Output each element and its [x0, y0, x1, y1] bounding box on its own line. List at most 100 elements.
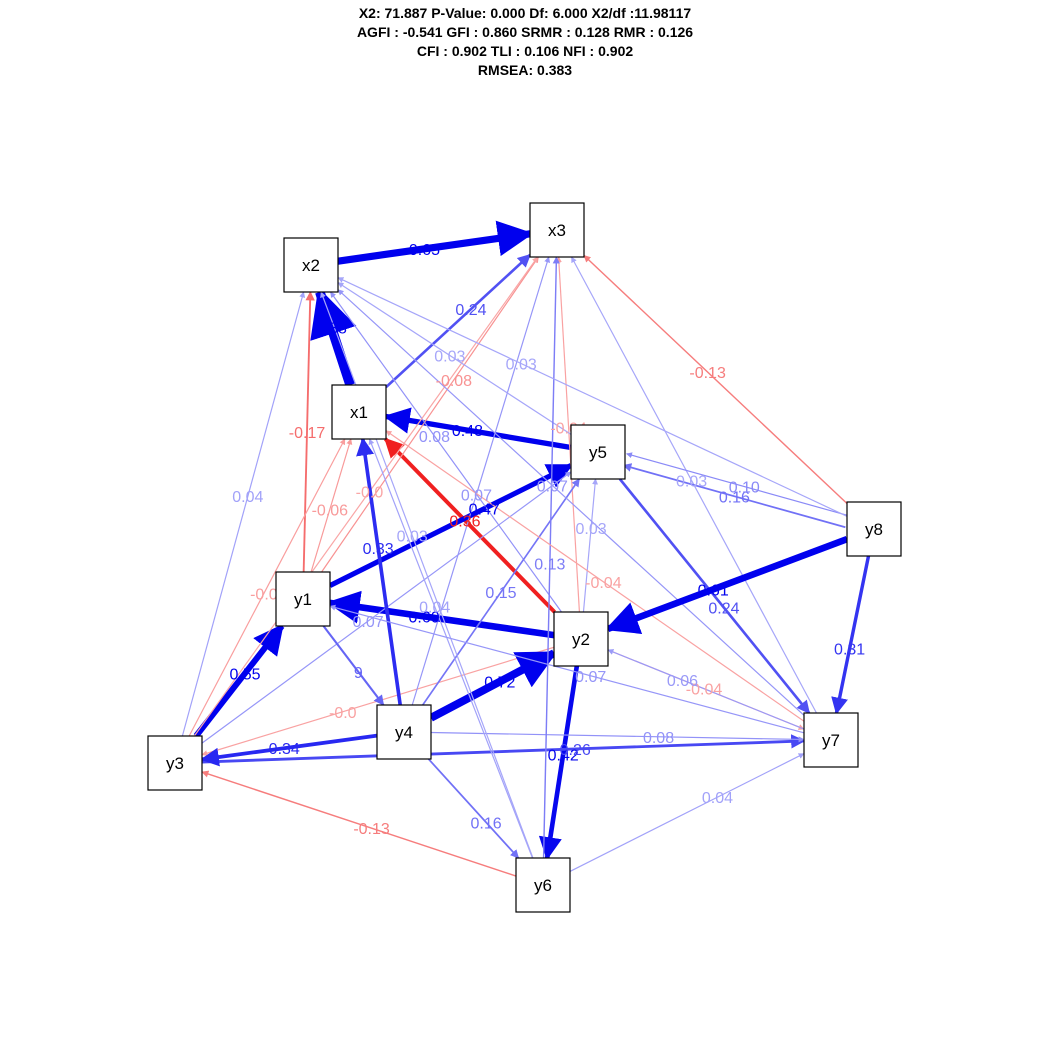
node-y3: y3 [147, 735, 203, 791]
node-label-y2: y2 [572, 630, 590, 649]
node-label-y8: y8 [865, 520, 883, 539]
node-label-y3: y3 [166, 754, 184, 773]
edge-y7-x1 [385, 430, 805, 722]
edge-y2-x2 [330, 291, 562, 613]
node-box-x1 [331, 384, 387, 440]
edge-label-y2-y5: 0.03 [576, 521, 607, 538]
edge-label-y2-y3: -0.0 [329, 705, 357, 722]
edge-label-y4-y2: 0.72 [484, 675, 515, 692]
node-label-y7: y7 [822, 731, 840, 750]
node-label-y4: y4 [395, 723, 413, 742]
edge-label-y3-x3: -0.0 [356, 485, 384, 502]
node-y7: y7 [803, 712, 859, 768]
edge-label-y4-y3: 0.34 [269, 741, 300, 758]
title-line-agfi: AGFI : -0.541 GFI : 0.860 SRMR : 0.128 R… [356, 24, 694, 40]
node-box-y8 [846, 501, 902, 557]
edge-y5-x1 [383, 407, 572, 451]
edge-label-y2-y6: 0.42 [548, 747, 579, 764]
edge-label-y6-y7: 0.04 [702, 790, 733, 807]
edge-label-y3-y5: 0.07 [352, 614, 383, 631]
edge-label-y2-y7: -0.04 [686, 682, 723, 699]
edge-y8-y2 [604, 535, 849, 634]
edge-label-x1-x2: 0.88 [316, 320, 347, 337]
node-x2: x2 [283, 237, 339, 293]
edge-label-y3-y7: 0.26 [560, 742, 591, 759]
node-label-x3: x3 [548, 221, 566, 240]
edge-x1-x3 [385, 253, 531, 389]
node-label-y5: y5 [589, 443, 607, 462]
edge-y4-y5 [422, 478, 580, 706]
node-label-y1: y1 [294, 590, 312, 609]
edge-label-y4-x3: 0.07 [461, 487, 492, 504]
edge-label-y6-x1: 0.04 [419, 600, 450, 617]
edge-y7-y2 [607, 649, 805, 730]
edge-label-y3-x2: 0.04 [232, 489, 263, 506]
edge-y6-x3 [542, 256, 560, 859]
edge-y1-x3 [321, 256, 539, 573]
node-y6: y6 [515, 857, 571, 913]
edge-y2-y5 [582, 478, 599, 613]
title-line-rmsea: RMSEA: 0.383 [477, 62, 573, 78]
node-box-y3 [147, 735, 203, 791]
edge-y1-x1 [310, 438, 353, 573]
edge-y3-x1 [188, 438, 346, 737]
edge-y4-x3 [411, 256, 551, 706]
edge-y5-y7 [618, 478, 811, 715]
edge-label-y6-y3: -0.13 [353, 821, 390, 838]
edge-label-x2-x3: 0.65 [409, 242, 440, 259]
title-line-cfi: CFI : 0.902 TLI : 0.106 NFI : 0.902 [416, 43, 634, 59]
edge-label-y7-y2: 0.06 [667, 673, 698, 690]
edge-y6-y7 [569, 753, 805, 872]
edge-label-y4-y5: 0.15 [485, 585, 516, 602]
edge-y2-x3 [555, 256, 581, 613]
edge-label-y8-x3: -0.13 [689, 365, 726, 382]
edge-y8-x3 [583, 254, 848, 505]
edge-y3-y1 [193, 623, 285, 738]
edge-label-y4-x1: 0.33 [363, 541, 394, 558]
fit-statistics-title: X2: 71.887 P-Value: 0.000 Df: 6.000 X2/d… [0, 4, 1050, 80]
edge-y5-x2 [337, 282, 572, 435]
node-label-x2: x2 [302, 256, 320, 275]
edge-label-y1-x2: -0.17 [289, 425, 326, 442]
node-y4: y4 [376, 704, 432, 760]
edge-y4-x1 [356, 437, 403, 706]
edge-label-y2-x2: 0.08 [419, 429, 450, 446]
edge-label-y8-x2: 0.03 [506, 357, 537, 374]
edge-y7-y1 [329, 604, 805, 734]
node-y5: y5 [570, 424, 626, 480]
edge-y8-y5 [626, 452, 849, 517]
node-box-y5 [570, 424, 626, 480]
edge-label-y1-y5: 0.47 [469, 502, 500, 519]
edge-label-y3-x1: -0.0 [250, 586, 278, 603]
edge-y6-y3 [201, 770, 517, 877]
edge-y6-x1 [368, 438, 534, 859]
node-label-x1: x1 [350, 403, 368, 422]
edge-label-y1-y4: 9 [354, 665, 363, 682]
edge-label-y5-y7: 0.24 [708, 601, 739, 618]
edges-layer [181, 220, 871, 877]
node-x1: x1 [331, 384, 387, 440]
edge-y3-y7 [201, 734, 806, 764]
edge-label-x1-x3: 0.24 [455, 302, 486, 319]
edge-label-y8-y5: 0.16 [719, 489, 750, 506]
edge-y8-y5 [622, 463, 846, 529]
edge-y3-x2 [181, 291, 306, 737]
edge-y8-x2 [337, 277, 848, 517]
edge-y1-x2 [302, 291, 315, 573]
edge-y4-y6 [427, 758, 520, 859]
edge-label-y2-y1: 0.60 [409, 609, 440, 626]
edge-label-y6-x3: 0.13 [534, 557, 565, 574]
edge-y1-y5 [328, 463, 574, 588]
node-x3: x3 [529, 202, 585, 258]
edge-label-y7-x2: 0.07 [537, 478, 568, 495]
edge-y4-y2 [429, 649, 558, 722]
edge-y4-y7 [430, 731, 805, 743]
edge-label-y5-x2: 0.03 [434, 348, 465, 365]
edge-y2-x1 [383, 437, 557, 614]
node-y1: y1 [275, 571, 331, 627]
node-y8: y8 [846, 501, 902, 557]
node-box-y7 [803, 712, 859, 768]
edge-y2-y6 [538, 665, 580, 861]
